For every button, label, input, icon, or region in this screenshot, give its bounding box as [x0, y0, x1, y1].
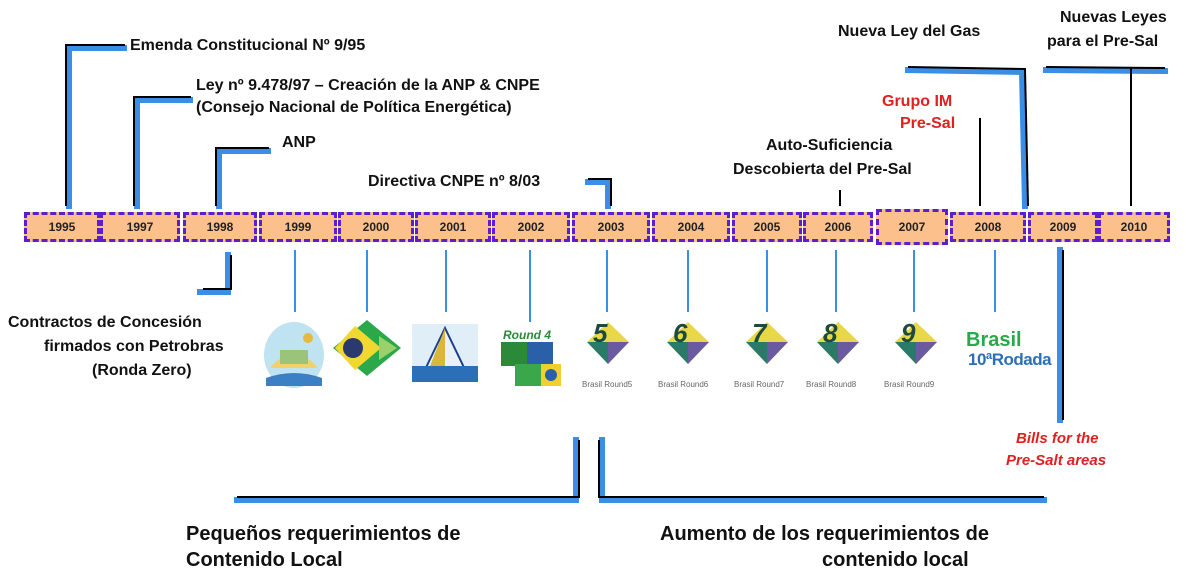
year-2005: 2005	[732, 212, 802, 242]
round6-caption: Brasil Round6	[658, 380, 709, 389]
year-2002: 2002	[492, 212, 570, 242]
year-2008: 2008	[950, 212, 1026, 242]
year-2009: 2009	[1028, 212, 1098, 242]
event-bills-line1: Bills for the	[1016, 430, 1099, 447]
period-right-line1: Aumento de los requerimientos de	[660, 523, 989, 545]
event-auto-suficiencia: Auto-Suficiencia	[766, 137, 893, 154]
round3-logo	[412, 324, 478, 382]
round9-caption: Brasil Round9	[884, 380, 935, 389]
year-label: 2010	[1120, 220, 1148, 234]
connector-1998-shadow	[216, 148, 271, 209]
round8-number: 8	[823, 318, 838, 348]
round1-logo	[264, 322, 324, 388]
event-nuevas-leyes-presal: para el Pre-Sal	[1047, 33, 1159, 50]
year-1995: 1995	[24, 212, 100, 242]
connector-2010-shadow	[1042, 66, 1169, 75]
round6-logo: 6	[667, 318, 709, 364]
event-nueva-ley-gas: Nueva Ley del Gas	[838, 23, 981, 40]
year-2010: 2010	[1098, 212, 1170, 242]
year-label: 2001	[439, 220, 467, 234]
event-descobierta-presal: Descobierta del Pre-Sal	[733, 161, 912, 178]
round6-number: 6	[673, 318, 688, 348]
connector-1998	[215, 147, 269, 206]
round9-logo: 9	[895, 318, 937, 364]
event-directiva-cnpe: Directiva CNPE nº 8/03	[368, 173, 541, 190]
connector-2003-shadow	[585, 179, 611, 209]
bracket-right-shadow	[599, 437, 1047, 503]
period-left-line1: Pequeños requerimientos de	[186, 523, 461, 545]
year-2003: 2003	[572, 212, 650, 242]
year-label: 2008	[974, 220, 1002, 234]
round5-caption: Brasil Round5	[582, 380, 633, 389]
connector-2010	[1045, 66, 1166, 206]
round5-logo: 5	[587, 318, 629, 364]
bracket-right	[598, 440, 1044, 498]
year-label: 2003	[597, 220, 625, 234]
year-1998: 1998	[183, 212, 257, 242]
year-label: 1998	[206, 220, 234, 234]
connector-below-1998	[203, 255, 232, 290]
round2-logo	[333, 320, 401, 376]
round8-logo: 8	[817, 318, 859, 364]
year-label: 2009	[1049, 220, 1077, 234]
round9-number: 9	[901, 318, 916, 348]
event-ley-9478-line2: (Consejo Nacional de Política Energética…	[196, 99, 512, 116]
year-label: 1997	[126, 220, 154, 234]
connector-2003	[588, 178, 612, 206]
connector-2009-shadow	[904, 66, 1029, 210]
year-2000: 2000	[338, 212, 414, 242]
event-bills-line2: Pre-Salt areas	[1006, 452, 1107, 469]
year-2007: 2007	[876, 209, 948, 245]
year-label: 2002	[517, 220, 545, 234]
period-right-line2: contenido local	[822, 549, 969, 571]
year-1999: 1999	[259, 212, 337, 242]
event-emenda-constitucional: Emenda Constitucional Nº 9/95	[130, 37, 366, 54]
year-label: 2004	[677, 220, 705, 234]
year-label: 1995	[48, 220, 76, 234]
event-contractos-line1: Contractos de Concesión	[8, 314, 202, 331]
period-left-line2: Contenido Local	[186, 549, 343, 571]
connector-1995-shadow	[66, 45, 127, 209]
round7-logo: 7	[746, 318, 788, 364]
round4-label: Round 4	[503, 328, 551, 342]
round4-logo: Round 4	[501, 328, 561, 386]
year-label: 2006	[824, 220, 852, 234]
connector-1997	[133, 96, 191, 206]
year-2001: 2001	[415, 212, 491, 242]
year-label: 2005	[753, 220, 781, 234]
event-ley-9478-line1: Ley nº 9.478/97 – Creación de la ANP & C…	[196, 77, 540, 94]
connector-below-1998-shadow	[197, 252, 231, 295]
bracket-left	[237, 440, 580, 498]
bracket-left-shadow	[234, 437, 579, 503]
year-label: 1999	[284, 220, 312, 234]
round5-number: 5	[593, 318, 608, 348]
year-1997: 1997	[100, 212, 180, 242]
connector-1995	[65, 44, 125, 206]
round7-number: 7	[752, 318, 768, 348]
year-label: 2007	[898, 220, 926, 234]
round8-caption: Brasil Round8	[806, 380, 857, 389]
event-anp: ANP	[282, 134, 316, 151]
year-2006: 2006	[803, 212, 873, 242]
year-label: 2000	[362, 220, 390, 234]
event-contractos-line2: firmados con Petrobras	[44, 338, 224, 355]
round10-rodada: 10ªRodada	[968, 350, 1052, 369]
event-grupo-im-presal: Pre-Sal	[900, 115, 956, 132]
event-contractos-line3: (Ronda Zero)	[92, 362, 192, 379]
connector-1997-shadow	[134, 97, 193, 209]
event-grupo-im: Grupo IM	[882, 93, 953, 110]
event-nuevas-leyes: Nuevas Leyes	[1060, 9, 1167, 26]
round10-brasil: Brasil	[966, 329, 1022, 351]
year-2004: 2004	[652, 212, 730, 242]
connector-2009	[907, 66, 1029, 207]
round7-caption: Brasil Round7	[734, 380, 785, 389]
